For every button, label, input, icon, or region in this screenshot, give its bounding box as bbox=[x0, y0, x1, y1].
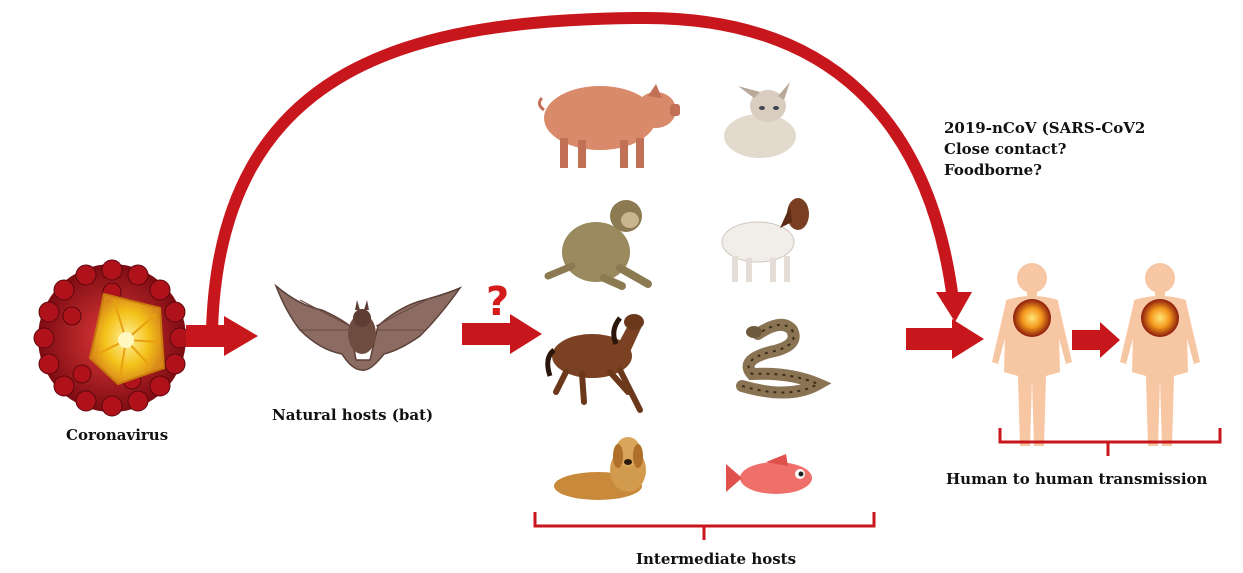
horse-icon bbox=[548, 314, 644, 410]
fish-icon bbox=[726, 454, 812, 494]
annotation-line-virus-name: 2019-nCoV (SARS-CoV2 bbox=[944, 118, 1145, 139]
human-transmission-label: Human to human transmission bbox=[946, 470, 1207, 488]
curved-arrow bbox=[212, 18, 972, 330]
annotation-line-foodborne: Foodborne? bbox=[944, 160, 1145, 181]
arrow-virus-to-bat bbox=[186, 316, 258, 356]
bat-icon bbox=[276, 286, 460, 370]
monkey-icon bbox=[548, 200, 648, 286]
cat-icon bbox=[724, 82, 796, 158]
arrow-intermediate-to-human bbox=[906, 319, 984, 359]
human-transmission-bracket bbox=[1000, 428, 1220, 456]
snake-icon bbox=[742, 325, 818, 393]
intermediate-hosts-bracket bbox=[535, 512, 874, 540]
goat-icon bbox=[722, 198, 809, 282]
unknown-host-mark: ? bbox=[486, 282, 509, 322]
coronavirus-label: Coronavirus bbox=[66, 426, 168, 444]
intermediate-hosts-label: Intermediate hosts bbox=[636, 550, 796, 568]
annotation-line-close-contact: Close contact? bbox=[944, 139, 1145, 160]
virus-annotation: 2019-nCoV (SARS-CoV2 Close contact? Food… bbox=[944, 118, 1145, 181]
dog-icon bbox=[554, 437, 646, 500]
arrow-human-to-human bbox=[1072, 322, 1120, 358]
human-icon bbox=[992, 263, 1072, 446]
pig-icon bbox=[539, 84, 680, 168]
natural-hosts-label: Natural hosts (bat) bbox=[272, 406, 433, 424]
coronavirus-icon bbox=[34, 260, 190, 416]
human-icon bbox=[1120, 263, 1200, 446]
